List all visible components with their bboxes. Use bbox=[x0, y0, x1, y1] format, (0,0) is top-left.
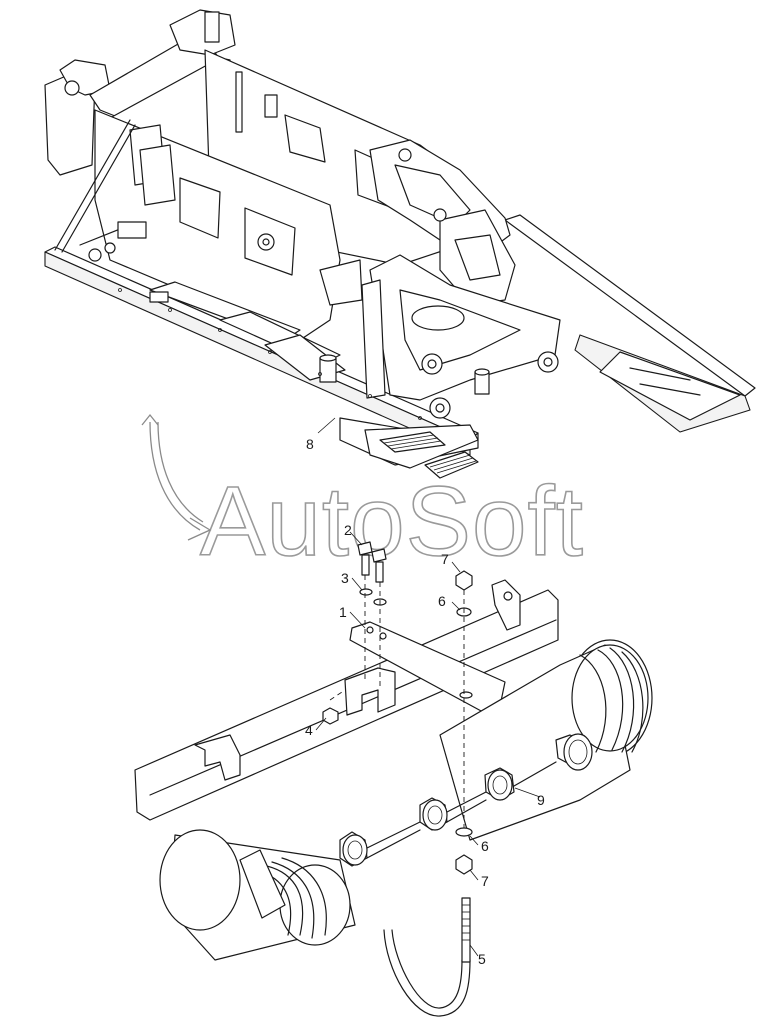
exhaust-assembly bbox=[134, 541, 653, 1017]
callout-9: 9 bbox=[537, 792, 545, 808]
callout-1: 1 bbox=[339, 604, 347, 620]
callout-2: 2 bbox=[344, 522, 352, 538]
leader-8 bbox=[317, 417, 336, 434]
rail-holes bbox=[118, 288, 422, 420]
callout-7-top: 7 bbox=[441, 551, 449, 567]
callout-5: 5 bbox=[478, 951, 486, 967]
watermark: AutoSoft bbox=[200, 466, 584, 576]
frame-assembly bbox=[44, 9, 756, 479]
callout-8: 8 bbox=[306, 436, 314, 452]
callout-6-top: 6 bbox=[438, 593, 446, 609]
callout-3: 3 bbox=[341, 570, 349, 586]
hex-fittings bbox=[339, 733, 593, 867]
callout-6-bottom: 6 bbox=[481, 838, 489, 854]
step-grate bbox=[379, 431, 479, 479]
leaders bbox=[315, 531, 541, 957]
curved-arrow bbox=[141, 413, 212, 541]
callout-7-bottom: 7 bbox=[481, 873, 489, 889]
callout-4: 4 bbox=[305, 722, 313, 738]
